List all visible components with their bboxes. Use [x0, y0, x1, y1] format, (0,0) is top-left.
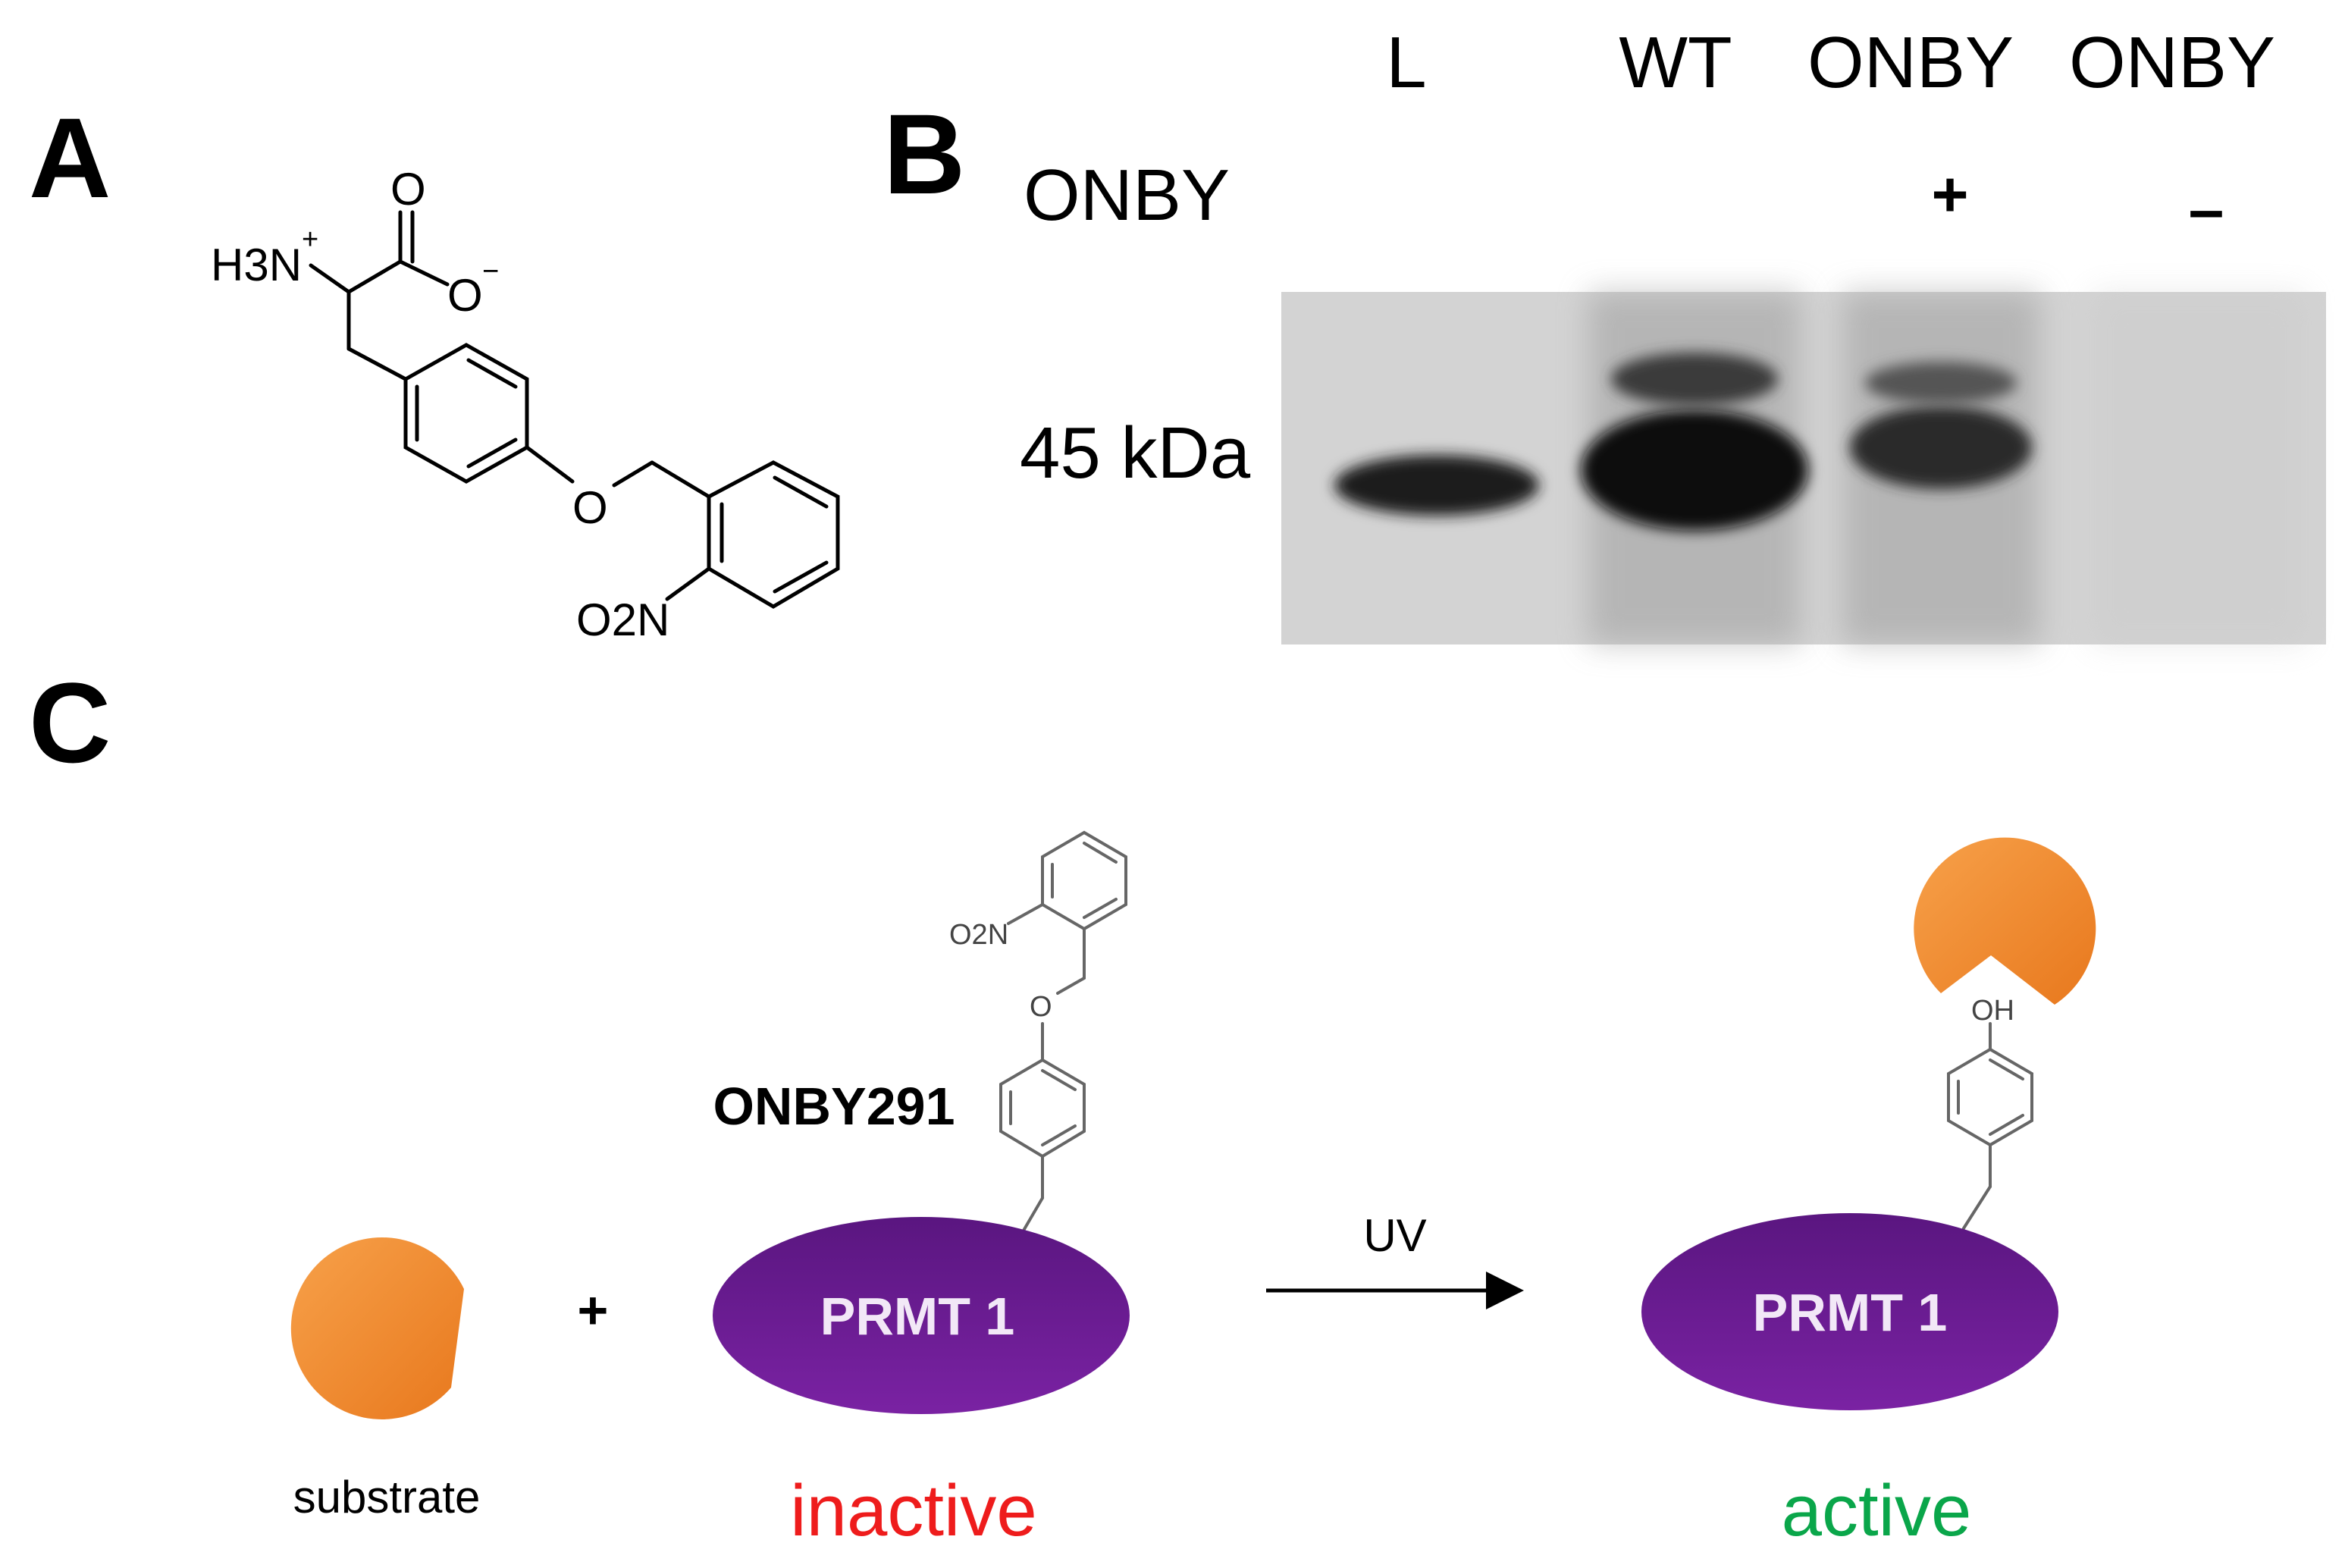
band-wt-upper [1611, 353, 1778, 406]
band-onby-plus-upper [1865, 362, 2017, 404]
lane-label-wt: WT [1619, 22, 1732, 103]
h3n-label: H3N [211, 240, 302, 290]
prmt1-active-label: PRMT 1 [1753, 1283, 1948, 1342]
ether-o-small: O [1030, 991, 1052, 1023]
lane-label-onby-minus: ONBY [2069, 22, 2275, 103]
inactive-label: inactive [790, 1470, 1037, 1551]
onby-minus-sign: – [2189, 174, 2224, 245]
mw-marker-label: 45 kDa [1020, 412, 1251, 494]
bound-substrate-icon [1914, 837, 2096, 1005]
carboxylate-o: O [447, 270, 483, 321]
nitro-group: O2N [576, 594, 669, 645]
hydroxyl-small: OH [1971, 995, 2014, 1027]
lane-label-onby-plus: ONBY [1807, 22, 2014, 103]
minus-charge: − [482, 256, 499, 287]
band-onby-plus [1850, 406, 2032, 489]
gel-lane-onby-minus [2093, 292, 2305, 644]
active-label: active [1782, 1470, 1972, 1551]
onby-structure: H3N + O O − O O2N [211, 164, 840, 645]
substrate-icon [290, 1237, 464, 1419]
nitro-small: O2N [949, 919, 1008, 951]
panel-b-letter: B [883, 90, 965, 218]
prmt1-inactive [713, 1217, 1130, 1414]
prmt1-active [1641, 1213, 2058, 1410]
onby291-label: ONBY291 [713, 1077, 955, 1136]
western-blot [1281, 292, 2326, 644]
plus-sign: + [578, 1281, 609, 1340]
onby-plus-sign: + [1931, 158, 1968, 230]
onby-row-label: ONBY [1024, 155, 1230, 236]
prmt1-inactive-label: PRMT 1 [820, 1287, 1015, 1346]
plus-charge: + [302, 224, 318, 256]
onby-side-chain: O O2N [949, 830, 1127, 1245]
lane-label-l: L [1386, 22, 1426, 103]
uv-label: UV [1363, 1210, 1426, 1261]
tyrosine-side-chain: OH [1947, 995, 2033, 1230]
carbonyl-o: O [390, 164, 426, 215]
panel-a-letter: A [29, 94, 111, 221]
gel-lane-headers: L WT ONBY ONBY [1386, 22, 2275, 103]
substrate-label: substrate [293, 1472, 481, 1523]
ether-o: O [572, 482, 608, 533]
panel-c-letter: C [29, 659, 111, 786]
band-ladder [1334, 455, 1539, 516]
band-wt [1581, 409, 1808, 531]
